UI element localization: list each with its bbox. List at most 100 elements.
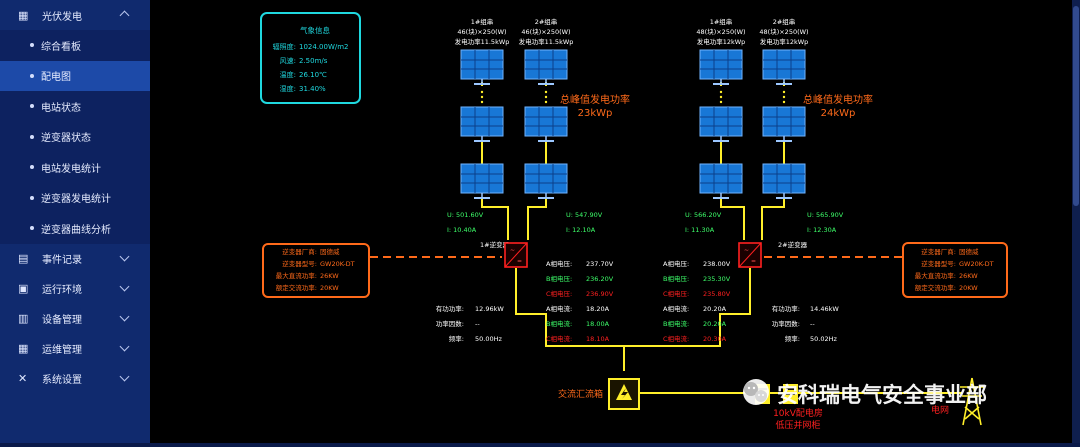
bullet-icon	[30, 73, 34, 78]
sub-label: 电站状态	[41, 102, 81, 114]
info-label: 最大直流功率:	[915, 271, 956, 280]
menu-label: 运维管理	[42, 345, 82, 356]
string-label: 发电功率11.5kWp	[519, 37, 574, 46]
phase-value: 236.20V	[586, 275, 614, 283]
inverter-info-box	[902, 242, 1008, 298]
sub-distribution-diagram[interactable]: 配电图	[0, 60, 150, 91]
phase-value: 237.70V	[586, 260, 614, 268]
stat-value: 50.00Hz	[475, 335, 502, 343]
string-voltage: U: 547.90V	[566, 211, 603, 219]
menu-pv[interactable]: ▦ 光伏发电	[0, 0, 150, 30]
menu-devices[interactable]: ▥设备管理	[0, 304, 150, 334]
phase-value: 235.30V	[703, 275, 731, 283]
bullet-icon	[30, 43, 34, 48]
scrollbar-thumb[interactable]	[1073, 6, 1079, 206]
right-system: 1#组串 48(块)×250(W) 发电功率12kWp 2#组串 48(块)×2…	[624, 17, 1008, 394]
weather-title: 气象信息	[300, 25, 330, 35]
main-area: ~ = 气象信息 辐照度: 1024.00W/m2 风速: 2.50m/s 温度…	[150, 0, 1080, 443]
sub-inverter-status[interactable]: 逆变器状态	[0, 121, 150, 152]
chevron-down-icon	[119, 341, 130, 351]
phase-label: A相电流:	[663, 304, 689, 313]
solar-panel-icon	[762, 163, 806, 199]
phase-value: 20.20A	[703, 320, 727, 328]
string-voltage: U: 565.90V	[807, 211, 844, 219]
watermark: 安科瑞电气安全事业部	[743, 379, 987, 407]
ac-combiner: 交流汇流箱	[558, 378, 648, 410]
inverter-icon	[504, 242, 528, 268]
peak-power-value: 24kWp	[821, 108, 856, 119]
menu-environment[interactable]: ▣运行环境	[0, 274, 150, 304]
sub-inverter-stats[interactable]: 逆变器发电统计	[0, 182, 150, 213]
sub-label: 逆变器状态	[41, 133, 91, 145]
sub-station-stats[interactable]: 电站发电统计	[0, 152, 150, 183]
sub-label: 配电图	[41, 72, 71, 84]
power-grid: 电网	[931, 377, 984, 426]
string-label: 48(块)×250(W)	[759, 27, 808, 36]
grid-label: 电网	[931, 404, 949, 416]
sub-inverter-curve[interactable]: 逆变器曲线分析	[0, 213, 150, 244]
vertical-scrollbar[interactable]	[1072, 0, 1080, 443]
menu-settings[interactable]: ✕系统设置	[0, 364, 150, 394]
stat-label: 有功功率:	[772, 304, 800, 313]
phase-label: B相电流:	[663, 319, 689, 328]
cabinet-label: 10kV配电房	[773, 407, 823, 419]
chevron-down-icon	[119, 281, 130, 291]
solar-panel-icon	[460, 163, 504, 199]
stat-label: 功率因数:	[772, 319, 800, 328]
info-label: 逆变器厂商:	[282, 247, 317, 256]
info-value: 固德威	[959, 247, 979, 256]
solar-panel-icon	[762, 106, 806, 142]
string-label: 48(块)×250(W)	[696, 27, 745, 36]
info-label: 逆变器厂商:	[921, 247, 956, 256]
phase-value: 238.00V	[703, 260, 731, 268]
string-label: 1#组串	[710, 17, 733, 26]
menu-events[interactable]: ▤事件记录	[0, 244, 150, 274]
phase-value: 236.90V	[586, 290, 614, 298]
string-current: I: 10.40A	[447, 226, 477, 234]
solar-panel-icon	[699, 106, 743, 142]
phase-label: B相电流:	[546, 319, 572, 328]
weather-value: 1024.00W/m2	[299, 43, 349, 51]
info-value: GW20K-DT	[320, 260, 355, 268]
stat-label: 频率:	[785, 334, 800, 343]
string-current: I: 12.30A	[807, 226, 837, 234]
peak-power-title: 总峰值发电功率	[560, 93, 630, 106]
info-value: 26KW	[320, 272, 339, 280]
watermark-text: 安科瑞电气安全事业部	[777, 383, 987, 407]
solar-panel-icon	[762, 49, 806, 85]
menu-maintenance[interactable]: ▦运维管理	[0, 334, 150, 364]
stat-value: --	[810, 320, 815, 328]
sub-label: 逆变器发电统计	[41, 194, 111, 206]
info-value: 固德威	[320, 247, 340, 256]
phase-value: 235.80V	[703, 290, 731, 298]
solar-panel-icon	[699, 163, 743, 199]
table-icon: ▥	[18, 312, 29, 325]
bullet-icon	[30, 226, 34, 231]
sub-label: 电站发电统计	[41, 163, 101, 175]
string-label: 发电功率12kWp	[760, 37, 809, 46]
wrench-icon: ✕	[18, 372, 28, 385]
sub-label: 综合看板	[41, 41, 81, 53]
stat-label: 功率因数:	[436, 319, 464, 328]
sub-overview[interactable]: 综合看板	[0, 30, 150, 61]
sub-station-status[interactable]: 电站状态	[0, 91, 150, 122]
phase-label: C相电压:	[663, 289, 689, 298]
chevron-up-icon	[119, 10, 130, 21]
info-value: 26KW	[959, 272, 978, 280]
weather-label: 湿度:	[280, 84, 296, 93]
phase-label: A相电流:	[546, 304, 572, 313]
bullet-icon	[30, 104, 34, 109]
info-label: 额定交流功率:	[915, 283, 956, 292]
solar-panel-icon	[524, 163, 568, 199]
info-label: 逆变器型号:	[282, 259, 317, 268]
stat-label: 有功功率:	[436, 304, 464, 313]
stat-value: 14.46kW	[810, 305, 839, 313]
phase-label: C相电流:	[546, 334, 572, 343]
weather-panel: 气象信息 辐照度: 1024.00W/m2 风速: 2.50m/s 温度: 26…	[260, 12, 361, 104]
inverter-info-box	[262, 243, 370, 298]
inverter-icon	[738, 242, 762, 268]
info-value: GW20K-DT	[959, 260, 994, 268]
string-label: 2#组串	[535, 17, 558, 26]
monitor-icon: ▣	[18, 282, 29, 295]
solar-panel-icon	[460, 106, 504, 142]
